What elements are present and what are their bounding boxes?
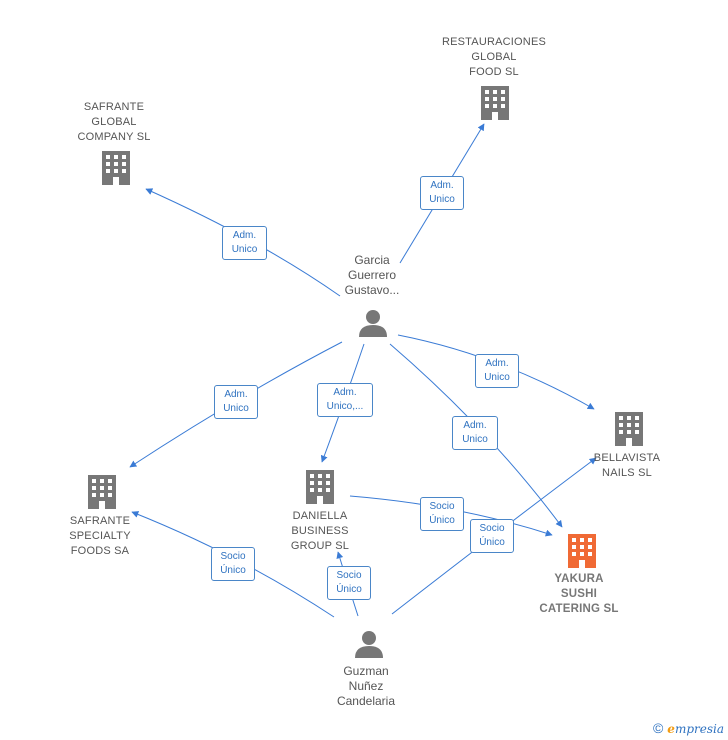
node-label-guzman[interactable]: Guzman Nuñez Candelaria [336, 664, 396, 708]
edge-label-guzman-daniella[interactable]: Socio Único [327, 566, 371, 600]
node-label-restauraciones[interactable]: RESTAURACIONES GLOBAL FOOD SL [441, 36, 547, 78]
edge-label-guzman-safrante-specialty[interactable]: Socio Único [211, 547, 255, 581]
edge-label-garcia-safrante-specialty[interactable]: Adm. Unico [214, 385, 258, 419]
building-icon [481, 86, 509, 120]
edge-label-garcia-safrante-global[interactable]: Adm. Unico [222, 226, 267, 260]
node-label-daniella[interactable]: DANIELLA BUSINESS GROUP SL [290, 510, 350, 552]
node-label-safrante-specialty[interactable]: SAFRANTE SPECIALTY FOODS SA [69, 515, 131, 557]
copyright-icon: © [652, 720, 664, 736]
building-icon [306, 470, 334, 504]
brand-footer: ©empresia [653, 720, 724, 736]
edge-label-garcia-daniella[interactable]: Adm. Unico,... [317, 383, 373, 417]
node-label-bellavista[interactable]: BELLAVISTA NAILS SL [593, 452, 661, 479]
person-icon [355, 631, 383, 658]
node-label-yakura[interactable]: YAKURA SUSHI CATERING SL [539, 573, 619, 615]
edge-label-garcia-restauraciones[interactable]: Adm. Unico [420, 176, 464, 210]
edge-label-garcia-bellavista[interactable]: Adm. Unico [475, 354, 519, 388]
node-label-safrante-global[interactable]: SAFRANTE GLOBAL COMPANY SL [77, 101, 151, 143]
edge-label-guzman-bellavista[interactable]: Socio Único [470, 519, 514, 553]
person-icon [359, 310, 387, 337]
building-icon [615, 412, 643, 446]
node-label-garcia[interactable]: Garcia Guerrero Gustavo... [344, 253, 400, 297]
building-icon [88, 475, 116, 509]
edge-label-daniella-yakura[interactable]: Socio Único [420, 497, 464, 531]
building-icon-highlight [568, 534, 596, 568]
brand-logo-e: e [667, 722, 675, 736]
building-icon [102, 151, 130, 185]
edge-label-garcia-yakura[interactable]: Adm. Unico [452, 416, 498, 450]
brand-logo-text: mpresia [674, 722, 724, 736]
